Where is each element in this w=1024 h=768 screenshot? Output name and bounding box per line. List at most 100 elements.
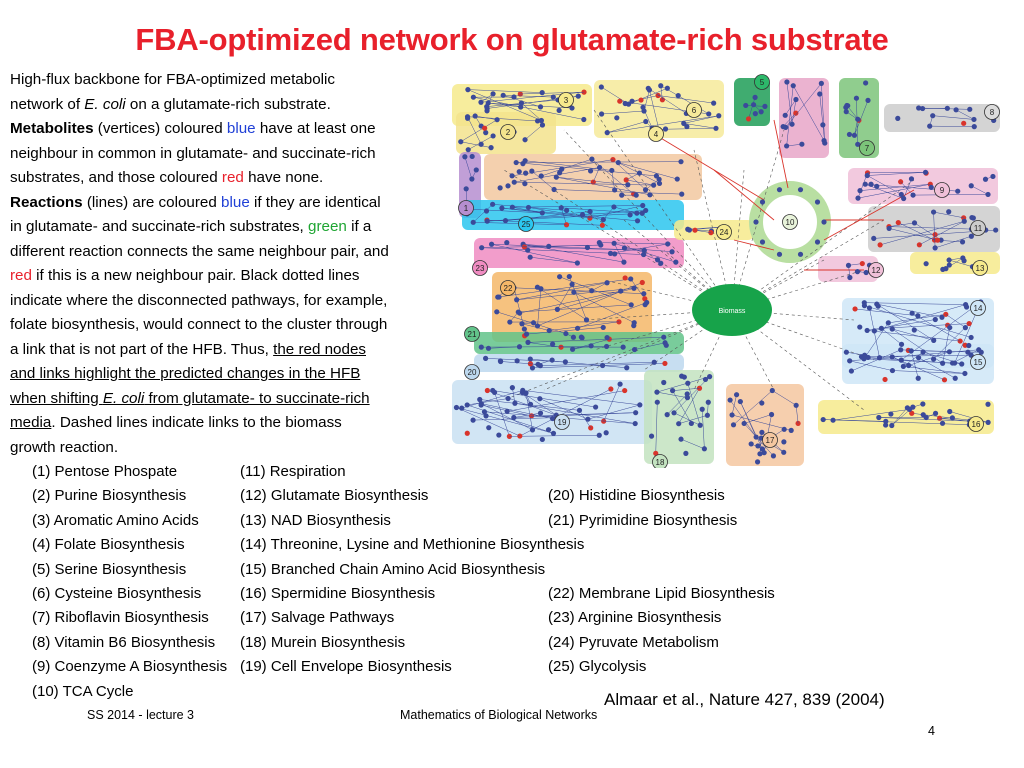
cluster-number: 17 [766, 436, 775, 445]
legend-item: (18) Murein Biosynthesis [240, 633, 406, 651]
reaction-link [903, 366, 965, 374]
metabolite-node [711, 100, 717, 106]
metabolite-node [947, 324, 953, 331]
metabolite-node [952, 375, 958, 381]
metabolite-node [622, 275, 628, 281]
reaction-link [467, 89, 542, 121]
reaction-link [642, 107, 653, 129]
metabolite-node [868, 181, 874, 187]
legend-item: (23) Arginine Biosynthesis [548, 609, 722, 627]
biomass-link [503, 309, 733, 401]
new-link [823, 189, 915, 241]
reaction-link [613, 243, 625, 263]
metabolite-node [598, 242, 604, 248]
reaction-link [460, 141, 492, 148]
reaction-link [731, 414, 792, 431]
pathway-legend: (1) Pentose Phospate(2) Purine Biosynthe… [0, 462, 1024, 702]
metabolite-node [730, 422, 737, 428]
reaction-link [481, 247, 644, 255]
cluster-number: 18 [656, 458, 665, 467]
metabolite-node [971, 124, 977, 130]
legend-item: (11) Respiration [240, 463, 346, 480]
metabolite-node [959, 361, 965, 367]
reaction-link [892, 328, 934, 341]
metabolite-node [527, 254, 533, 260]
metabolite-node [483, 413, 489, 419]
metabolite-node [641, 247, 647, 254]
metabolite-node [961, 258, 967, 264]
desc-line: Reactions (lines) are coloured blue if t… [10, 191, 442, 216]
legend-item: (12) Glutamate Biosynthesis [240, 487, 429, 505]
biomass-link [731, 309, 865, 411]
metabolite-node [932, 316, 938, 323]
metabolite-node [985, 191, 991, 198]
reaction-link [935, 235, 972, 249]
metabolite-node [564, 207, 570, 214]
metabolite-node [654, 257, 661, 263]
metabolite-node [681, 374, 687, 380]
reaction-link [785, 99, 797, 116]
cluster-number: 24 [720, 228, 729, 237]
metabolite-node [971, 116, 977, 123]
reaction-link [540, 361, 655, 366]
metabolite-node [821, 219, 827, 225]
metabolite-node [814, 239, 821, 245]
biomass-link [543, 309, 733, 391]
cluster-badge [868, 262, 884, 278]
reaction-link [658, 95, 714, 104]
metabolite-node [678, 436, 684, 442]
metabolite-node [554, 306, 560, 312]
reaction-link [733, 390, 773, 425]
cluster-number: 9 [940, 186, 945, 195]
reaction-link [666, 393, 688, 415]
reaction-link [876, 303, 934, 341]
cluster-number: 16 [972, 420, 981, 429]
desc-bold-reactions: Reactions [10, 193, 83, 211]
cluster-number: 8 [990, 108, 995, 117]
metabolite-node [966, 342, 972, 349]
metabolite-node [490, 201, 496, 207]
metabolite-node [759, 429, 765, 435]
metabolite-node [957, 338, 963, 344]
metabolite-node [874, 301, 880, 307]
reaction-link [618, 162, 678, 180]
metabolite-node [846, 131, 853, 138]
metabolite-node [465, 147, 471, 153]
reaction-link [655, 402, 658, 454]
pathway-cluster [842, 344, 994, 384]
reaction-link [473, 417, 558, 421]
metabolite-node [788, 427, 794, 433]
metabolite-node [883, 418, 889, 424]
reaction-link [603, 206, 615, 220]
metabolite-node [484, 387, 490, 394]
reaction-link [892, 370, 965, 374]
metabolite-node [909, 410, 915, 416]
cluster-badge [934, 182, 950, 198]
metabolite-node [759, 239, 766, 245]
desc-text: different reaction connects the same nei… [10, 242, 389, 260]
metabolite-node [857, 324, 863, 330]
reaction-link [939, 418, 970, 422]
reaction-link [673, 376, 710, 413]
metabolite-node [814, 199, 821, 205]
metabolite-node [598, 84, 604, 90]
reaction-link [933, 211, 964, 219]
metabolite-node [643, 207, 649, 214]
desc-line: indicate where the disconnected pathways… [10, 289, 442, 314]
reaction-link [537, 286, 587, 321]
pathway-cluster [818, 400, 994, 434]
reaction-link [898, 222, 935, 241]
reaction-link [821, 83, 826, 144]
metabolite-node [908, 176, 915, 182]
metabolite-node [853, 95, 860, 101]
legend-item: (24) Pyruvate Metabolism [548, 633, 719, 651]
reaction-link [487, 210, 646, 222]
desc-underlined: media [10, 414, 52, 431]
metabolite-node [781, 426, 787, 432]
reaction-link [867, 172, 926, 174]
metabolite-node [753, 219, 759, 225]
metabolite-node [640, 104, 646, 110]
reaction-link [579, 410, 591, 428]
metabolite-node [563, 222, 570, 228]
reaction-link [530, 358, 627, 369]
